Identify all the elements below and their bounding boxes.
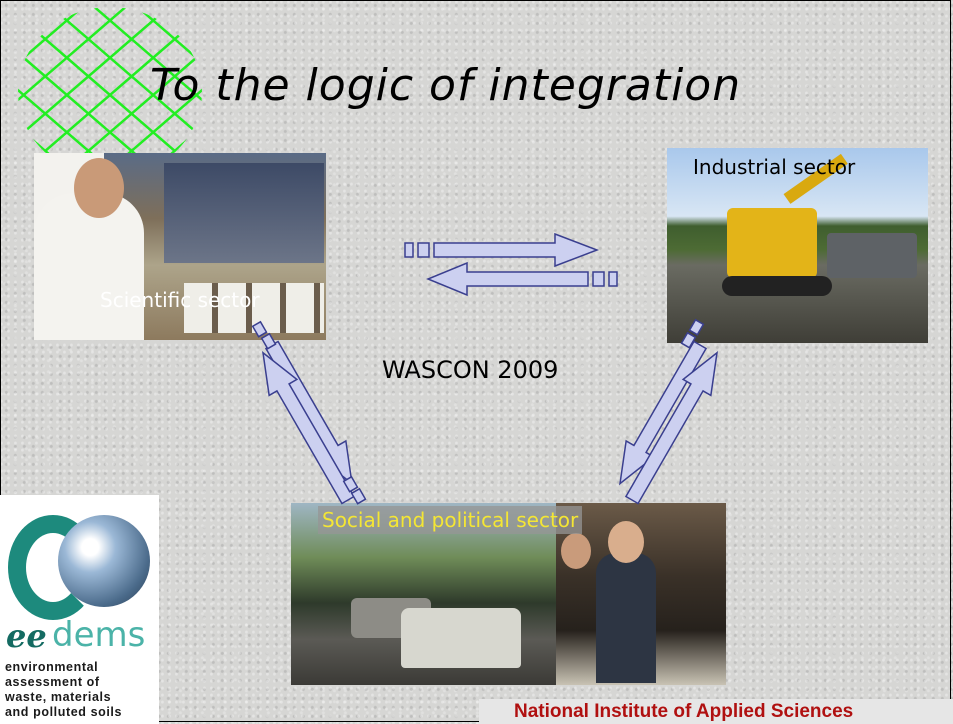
arrow-industrial-to-social-dashes xyxy=(680,318,705,349)
industrial-sector-label: Industrial sector xyxy=(693,155,856,179)
logo-tagline-line: environmental xyxy=(5,660,99,674)
eedems-logo: ee dems environmental assessment of wast… xyxy=(0,495,159,724)
arrow-industrial-to-social xyxy=(618,340,708,486)
arrow-social-to-scientific-dashes xyxy=(342,475,367,505)
arrow-scientific-to-industrial xyxy=(404,232,600,268)
slide-title: To the logic of integration xyxy=(150,60,742,111)
industrial-sector-photo xyxy=(667,148,928,343)
arrow-social-to-scientific xyxy=(261,351,356,505)
social-sector-people-photo xyxy=(556,503,726,685)
footer-institute: National Institute of Applied Sciences xyxy=(479,699,953,724)
arrow-scientific-to-social xyxy=(264,340,354,486)
arrow-social-to-industrial xyxy=(624,351,719,505)
scientific-sector-photo xyxy=(34,153,326,340)
logo-tagline-line: waste, materials xyxy=(5,690,112,704)
wascon-label: WASCON 2009 xyxy=(382,356,559,384)
logo-globe-icon xyxy=(58,515,150,607)
logo-tagline-line: assessment of xyxy=(5,675,100,689)
logo-tagline-line: and polluted soils xyxy=(5,705,123,719)
scientific-sector-label: Scientific sector xyxy=(100,288,260,312)
logo-brand-dems: dems xyxy=(52,615,146,655)
arrow-industrial-to-scientific xyxy=(426,261,618,297)
arrow-scientific-to-social-dashes xyxy=(251,320,277,350)
social-sector-label: Social and political sector xyxy=(318,506,583,534)
logo-brand-ee: ee xyxy=(6,617,47,655)
